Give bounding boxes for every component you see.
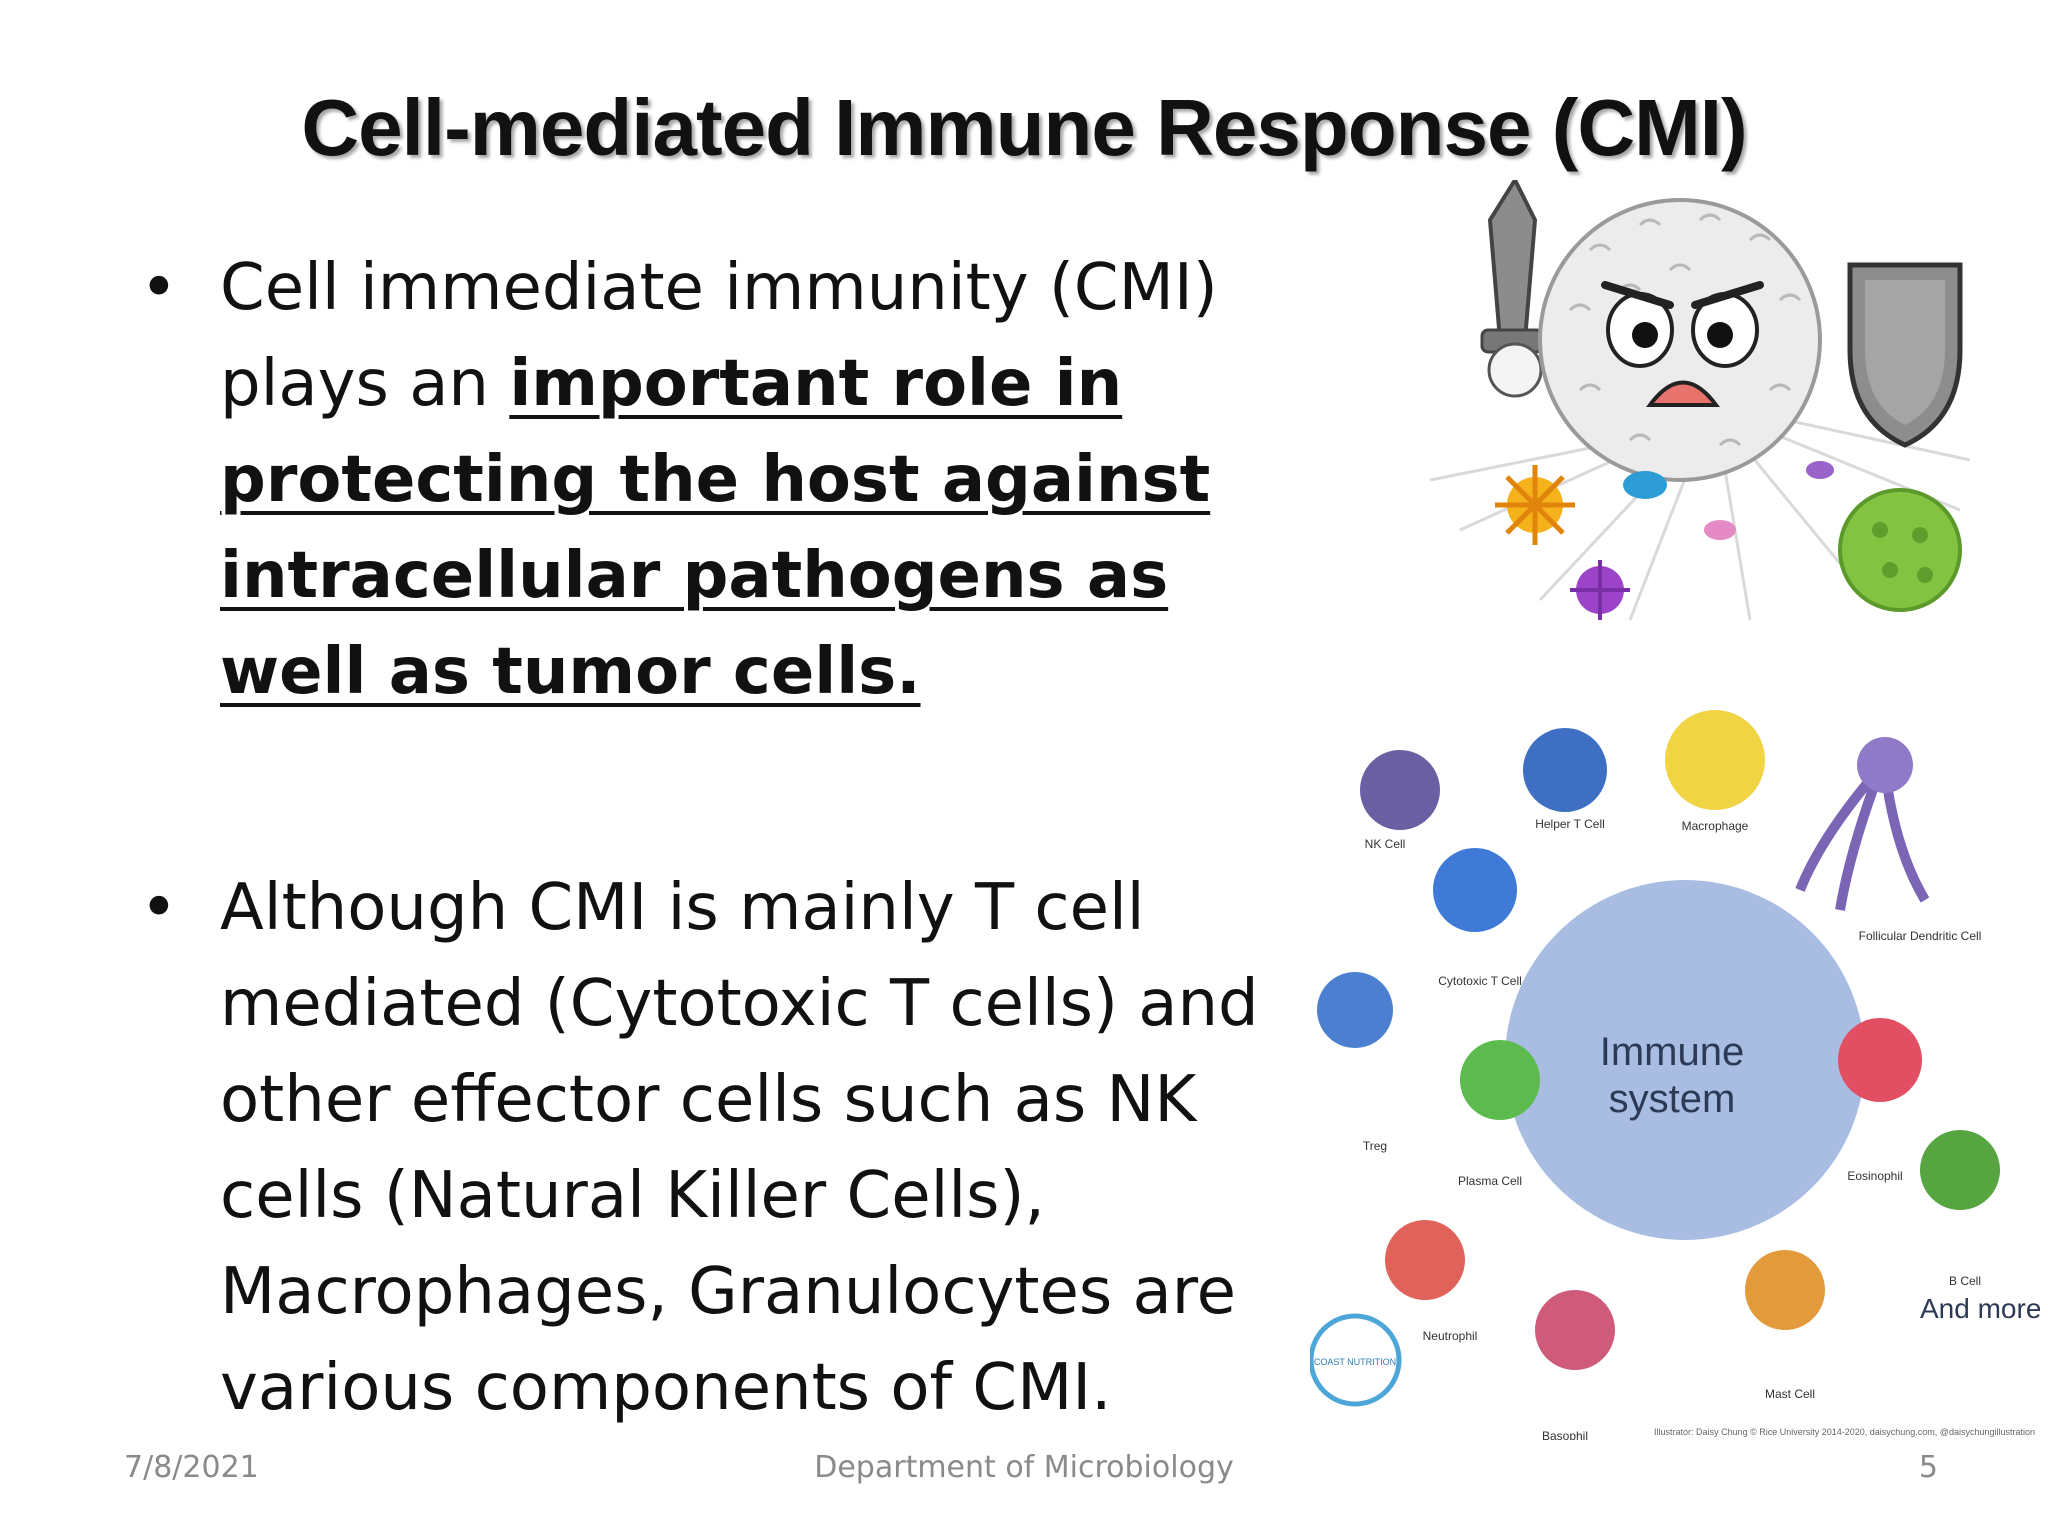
cell-label: Cytotoxic T Cell: [1438, 974, 1522, 988]
immune-label-line2: system: [1609, 1077, 1736, 1121]
illustrator-credit: Illustrator: Daisy Chung © Rice Universi…: [1654, 1427, 2035, 1437]
footer-department: Department of Microbiology: [814, 1450, 1234, 1485]
cell-label: Helper T Cell: [1535, 817, 1605, 831]
bullet-item-cmi-role: • Cell immediate immunity (CMI) plays an…: [140, 240, 1280, 720]
bullet-list: • Cell immediate immunity (CMI) plays an…: [140, 240, 1280, 1436]
immune-cell-warrior-illustration: [1429, 180, 1971, 621]
cell-label: Mast Cell: [1765, 1387, 1815, 1401]
cell-label: Follicular Dendritic Cell: [1859, 929, 1982, 943]
footer-date: 7/8/2021: [124, 1450, 259, 1485]
logo-text: COAST NUTRITION: [1314, 1357, 1396, 1367]
bullet-item-cmi-components: • Although CMI is mainly T cell mediated…: [140, 860, 1280, 1436]
bullet-text: Although CMI is mainly T cell mediated (…: [220, 871, 1259, 1425]
footer-page-number: 5: [1918, 1450, 1938, 1485]
cell-label: Plasma Cell: [1458, 1174, 1522, 1188]
cell-label: Neutrophil: [1423, 1329, 1478, 1343]
bullet-emphasis-text: important role in protecting the host ag…: [220, 347, 1211, 709]
coast-nutrition-logo-icon: [1310, 1313, 1402, 1407]
cell-label: Basophil: [1542, 1429, 1588, 1440]
cell-label: Macrophage: [1682, 819, 1749, 833]
cell-label: B Cell: [1949, 1274, 1981, 1288]
cell-label: Eosinophil: [1847, 1169, 1902, 1183]
and-more-label: And more...: [1920, 1293, 2040, 1324]
cell-label: NK Cell: [1365, 837, 1406, 851]
slide-title: Cell-mediated Immune Response (CMI): [301, 83, 1747, 172]
immune-system-circle: [1505, 880, 1865, 1240]
bullet-dot-icon: •: [140, 871, 178, 945]
immune-label-line1: Immune: [1600, 1030, 1745, 1074]
bullet-text: Cell immediate immunity (CMI) plays an: [220, 251, 1218, 421]
bullet-dot-icon: •: [140, 251, 178, 325]
cell-label: Treg: [1363, 1139, 1387, 1153]
immune-system-cells-illustration: Immune system NK Cell Helper T Cell Macr…: [1310, 710, 2040, 1440]
